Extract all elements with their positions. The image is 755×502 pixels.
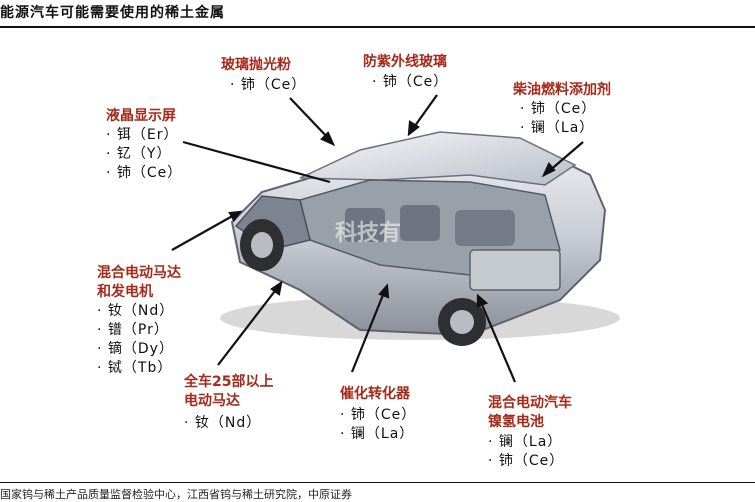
label-diesel-additive: 柴油燃料添加剂 [513,82,611,98]
label-hybrid-motor: 混合电动马达 [97,265,181,281]
item-catalyst-ce: · 铈（Ce） [340,407,417,423]
arrow-head [228,210,243,222]
arrow-head [541,161,556,178]
item-uv-glass-ce: · 铈（Ce） [372,74,449,90]
item-battery-la: · 镧（La） [488,434,563,450]
item-diesel-la: · 镧（La） [520,120,595,136]
label-nimh-battery: 混合电动汽车 [488,395,572,411]
source-note: 国家钨与稀土产品质量监督检验中心，江西省钨与稀土研究院，中原证券 [0,488,352,501]
item-lcd-er: · 铒（Er） [106,127,179,143]
item-catalyst-la: · 镧（La） [340,426,415,442]
arrow-diesel [547,141,584,173]
arrow-motor [171,213,237,251]
arrow-head [407,120,420,137]
footer-rule [0,482,755,483]
arrow-25-motors [217,286,279,366]
item-motor-pr: · 镨（Pr） [97,322,169,338]
rear-seat [455,210,515,246]
item-25-motors-nd: · 钕（Nd） [184,415,262,431]
arrow-head [476,293,489,308]
item-glass-polish-ce: · 铈（Ce） [230,77,307,93]
arrow-head [378,283,390,299]
item-motor-nd: · 钕（Nd） [97,303,175,319]
arrow-lcd [182,140,331,184]
label-25-motors-line2: 电动马达 [184,393,240,409]
callout-arrows [171,94,584,383]
watermark: 科技有 [335,220,401,246]
arrow-head [320,131,336,147]
label-catalyst: 催化转化器 [340,386,410,402]
label-uv-glass: 防紫外线玻璃 [363,54,447,70]
title-rule [0,26,755,28]
car-roof [299,131,577,186]
item-battery-ce: · 铈（Ce） [488,453,565,469]
arrow-uv-glass [411,94,438,131]
arrow-catalyst [350,289,387,373]
page-title: 能源汽车可能需要使用的稀土金属 [0,5,225,21]
rear-wheel-hub [450,310,474,334]
front-wheel-hub [251,232,273,258]
label-25-motors: 全车25部以上 [184,374,274,390]
front-seat [400,205,440,241]
label-lcd: 液晶显示屏 [106,108,176,124]
label-glass-polish: 玻璃抛光粉 [221,57,291,73]
arrow-head [270,280,283,296]
label-hybrid-motor-line2: 和发电机 [97,284,153,300]
item-lcd-ce: · 铈（Ce） [106,165,183,181]
item-diesel-ce: · 铈（Ce） [520,101,597,117]
label-nimh-battery-line2: 镍氢电池 [488,414,544,430]
arrow-glass-polish [289,97,331,141]
front-seat [345,208,385,242]
item-motor-tb: · 铽（Tb） [97,360,173,376]
item-lcd-y: · 钇（Y） [106,146,172,162]
arrow-battery [478,299,517,383]
item-motor-dy: · 镝（Dy） [97,341,174,357]
battery-pack [469,249,561,291]
